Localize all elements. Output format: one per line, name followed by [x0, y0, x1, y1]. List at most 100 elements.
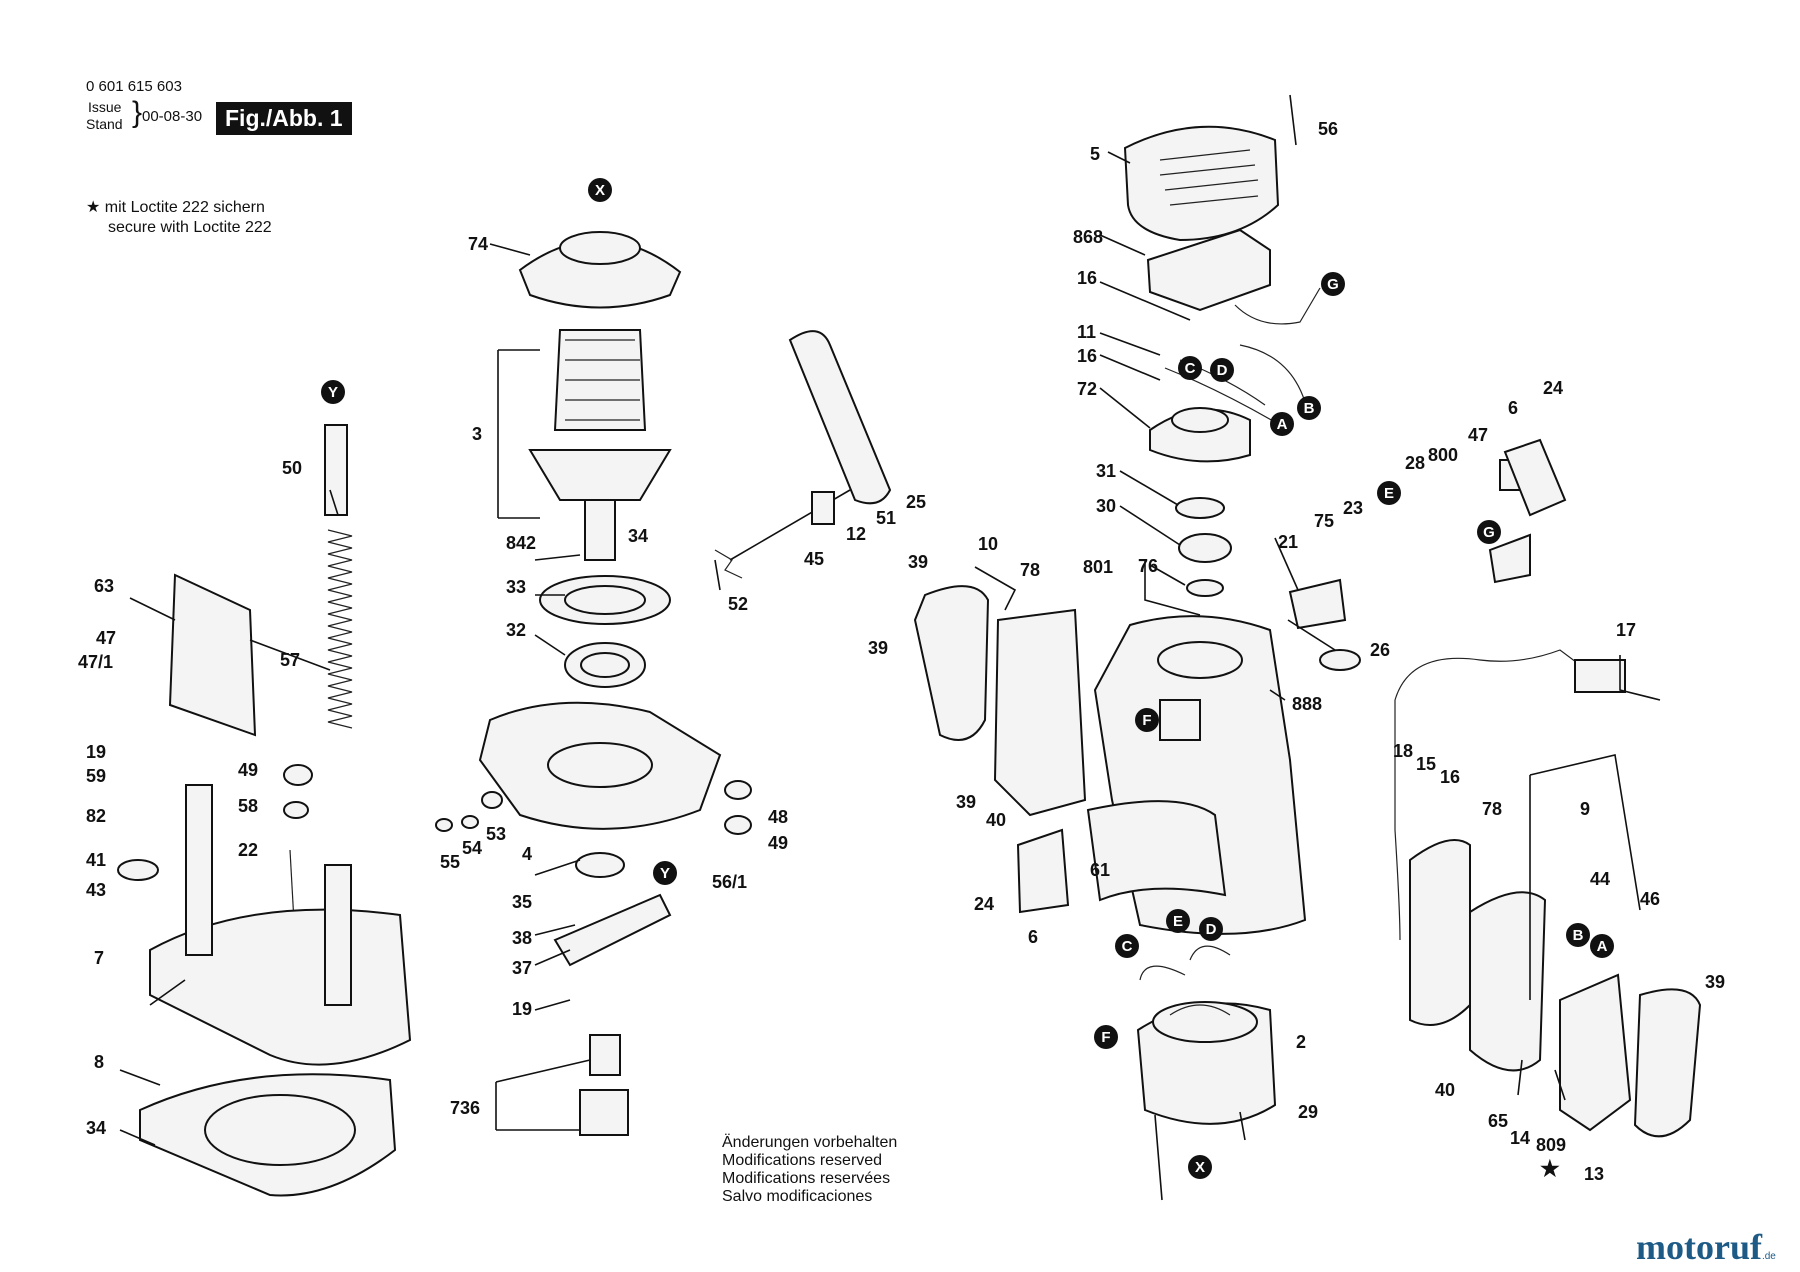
- part-label: 32: [506, 620, 526, 640]
- part-label: 35: [512, 892, 532, 912]
- footer-line: Salvo modificaciones: [722, 1188, 873, 1205]
- part-label: 75: [1314, 511, 1334, 531]
- marker-f-housing: F: [1135, 708, 1159, 732]
- part-label: 16: [1440, 767, 1460, 787]
- part-label: 40: [1435, 1080, 1455, 1100]
- part-label: 49: [768, 833, 788, 853]
- part-label: 56: [1318, 119, 1338, 139]
- issue-date: 00-08-30: [142, 108, 203, 125]
- part-label: 800: [1428, 445, 1458, 465]
- side-cover-part: [993, 608, 1087, 817]
- marker-c-top: C: [1178, 356, 1202, 380]
- marker-a-top: A: [1270, 412, 1294, 436]
- part-label: 809: [1536, 1135, 1566, 1155]
- part-label: 842: [506, 533, 536, 553]
- marker-e-right: E: [1377, 481, 1401, 505]
- part-drawings: [117, 94, 1702, 1201]
- part-label: 24: [974, 894, 994, 914]
- marker-g-top: G: [1321, 272, 1345, 296]
- marker-letter: D: [1206, 921, 1217, 938]
- modifications-note: Änderungen vorbehalten Modifications res…: [722, 1134, 897, 1206]
- marker-e-stator: E: [1166, 909, 1190, 933]
- part-label: 72: [1077, 379, 1097, 399]
- part-label: 54: [462, 838, 482, 858]
- part-label: 47: [96, 628, 116, 648]
- part-label: 2: [1296, 1032, 1306, 1052]
- star-icon: ★: [86, 199, 101, 216]
- plunge-column-part: [324, 424, 348, 516]
- part-labels: 5 56 868 16 11 16 72 31 30 801 76 21 75 …: [78, 119, 1725, 1184]
- part-label: 10: [978, 534, 998, 554]
- part-label: 801: [1083, 557, 1113, 577]
- part-label: 52: [728, 594, 748, 614]
- part-label: 24: [1543, 378, 1563, 398]
- marker-a-switch: A: [1590, 934, 1614, 958]
- marker-letter: E: [1384, 485, 1394, 502]
- part-label: 55: [440, 852, 460, 872]
- part-label: 58: [238, 796, 258, 816]
- marker-y-gearbox: Y: [653, 861, 677, 885]
- part-label: 34: [86, 1118, 106, 1138]
- marker-b-switch: B: [1566, 923, 1590, 947]
- part-label: 50: [282, 458, 302, 478]
- figure-badge: Fig./Abb. 1: [216, 102, 352, 135]
- marker-b-top: B: [1297, 396, 1321, 420]
- marker-letter: G: [1327, 276, 1339, 293]
- part-label: 61: [1090, 860, 1110, 880]
- part-label: 76: [1138, 556, 1158, 576]
- part-label: 30: [1096, 496, 1116, 516]
- marker-y-column: Y: [321, 380, 345, 404]
- cover-plate-part: [1146, 228, 1271, 312]
- marker-letter: C: [1122, 938, 1133, 955]
- part-label: 82: [86, 806, 106, 826]
- part-number: 0 601 615 603: [86, 78, 182, 95]
- marker-g-right: G: [1477, 520, 1501, 544]
- marker-d-stator: D: [1199, 917, 1223, 941]
- marker-letter: F: [1142, 712, 1151, 729]
- marker-f-stator: F: [1094, 1025, 1118, 1049]
- part-label: 12: [846, 524, 866, 544]
- chip-guard-part: [168, 573, 257, 737]
- switch-housing-part: [1409, 839, 1471, 1026]
- marker-d-top: D: [1210, 358, 1234, 382]
- side-cover-part: [913, 585, 990, 741]
- marker-letter: G: [1483, 524, 1495, 541]
- loctite-note: ★ mit Loctite 222 sichern secure with Lo…: [86, 198, 272, 238]
- part-label: 57: [280, 650, 300, 670]
- marker-letter: Y: [328, 384, 338, 401]
- note-line-de: mit Loctite 222 sichern: [104, 199, 265, 216]
- issue-brace: }: [132, 96, 143, 129]
- part-label: 29: [1298, 1102, 1318, 1122]
- watermark-suffix: .de: [1761, 1251, 1776, 1262]
- part-label: 46: [1640, 889, 1660, 909]
- part-label: 39: [908, 552, 928, 572]
- marker-x-bottom: X: [1188, 1155, 1212, 1179]
- part-label: 28: [1405, 453, 1425, 473]
- part-label: 14: [1510, 1128, 1530, 1148]
- part-label: 63: [94, 576, 114, 596]
- part-label: 78: [1482, 799, 1502, 819]
- part-label: 888: [1292, 694, 1322, 714]
- part-label: 16: [1077, 346, 1097, 366]
- part-label: 868: [1073, 227, 1103, 247]
- part-label: 19: [512, 999, 532, 1019]
- part-label: 37: [512, 958, 532, 978]
- part-label: 18: [1393, 741, 1413, 761]
- part-label: 39: [868, 638, 888, 658]
- part-label: 44: [1590, 869, 1610, 889]
- marker-letter: B: [1573, 927, 1584, 944]
- motor-cap-part: [1123, 125, 1280, 242]
- stand-label: Stand: [86, 116, 123, 132]
- marker-c-stator: C: [1115, 934, 1139, 958]
- part-label: 9: [1580, 799, 1590, 819]
- part-label: 26: [1370, 640, 1390, 660]
- part-label: 25: [906, 492, 926, 512]
- leader-lines: [119, 151, 1566, 1146]
- part-label: 41: [86, 850, 106, 870]
- marker-letter: X: [1195, 1159, 1205, 1176]
- part-label: 48: [768, 807, 788, 827]
- part-label: 31: [1096, 461, 1116, 481]
- part-label: 4: [522, 844, 532, 864]
- part-label: 39: [1705, 972, 1725, 992]
- connector-markers: X Y Y X G C D B A E G F C E D F B A: [321, 178, 1614, 1179]
